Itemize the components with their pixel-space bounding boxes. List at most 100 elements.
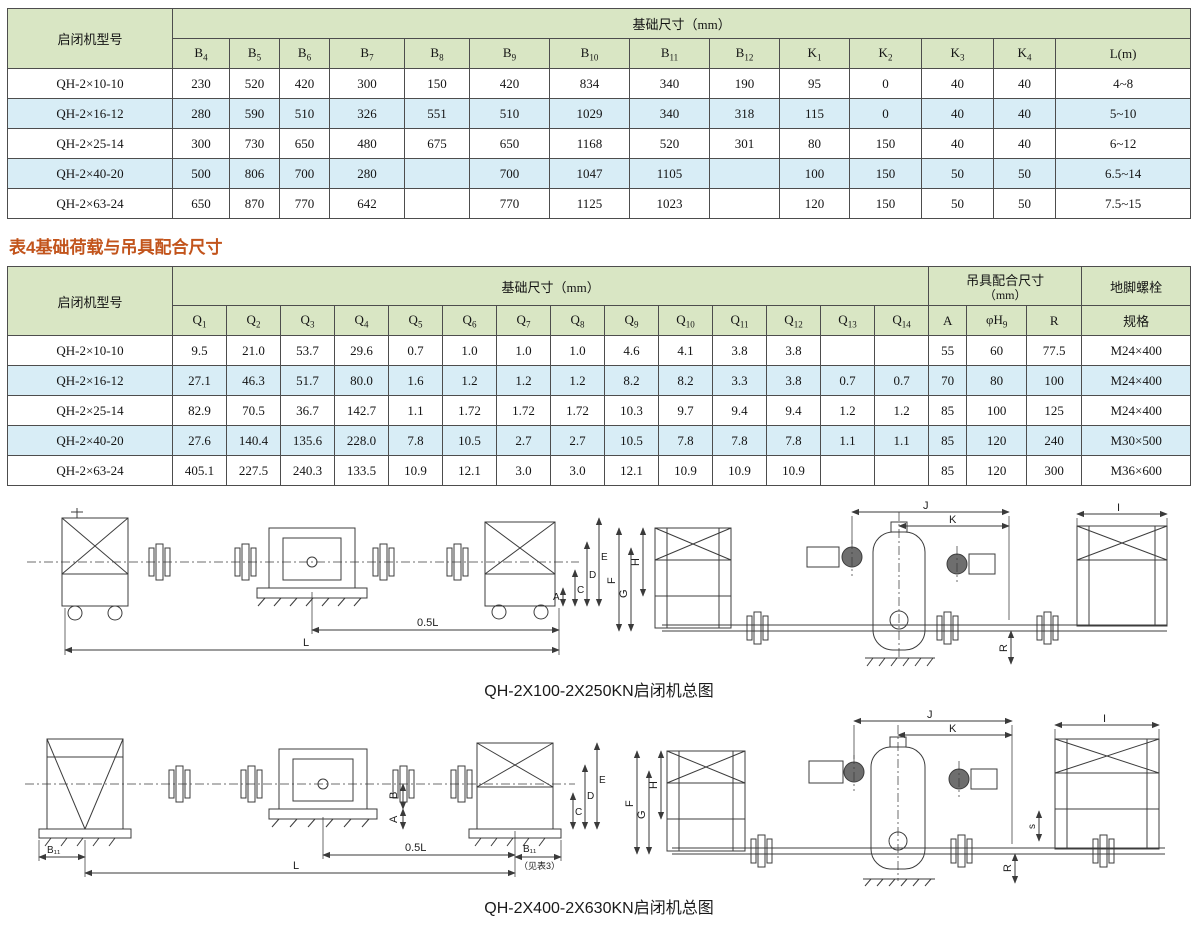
value-cell: 9.4 — [712, 395, 767, 426]
coupling — [148, 543, 171, 581]
end-view — [654, 512, 1168, 667]
value-cell: 27.1 — [172, 365, 227, 396]
value-cell: 70.5 — [226, 395, 281, 426]
end-right-frame — [1076, 525, 1168, 627]
value-cell: 40 — [993, 68, 1056, 99]
value-cell: 806 — [229, 158, 280, 189]
model-cell: QH-2×16-12 — [7, 365, 173, 396]
value-cell — [709, 188, 780, 219]
dim-label-f: F — [606, 577, 618, 584]
value-cell: 4.6 — [604, 335, 659, 366]
drawing1-figure: 0.5L L A C D E — [7, 500, 1191, 701]
coupling — [746, 611, 769, 645]
end-view-2 — [666, 725, 1165, 887]
dim-label-j: J — [927, 709, 933, 721]
value-cell — [404, 158, 470, 189]
value-cell: 9.5 — [172, 335, 227, 366]
value-cell: 1.2 — [550, 365, 605, 396]
value-cell: 50 — [921, 158, 994, 189]
value-cell: 95 — [779, 68, 850, 99]
value-cell: 420 — [279, 68, 330, 99]
column-header: Q2 — [226, 305, 281, 336]
value-cell: 50 — [993, 158, 1056, 189]
value-cell: M24×400 — [1081, 365, 1192, 396]
coupling — [234, 543, 257, 581]
value-cell: 120 — [966, 425, 1028, 456]
column-header: K1 — [779, 38, 850, 69]
column-header: Q3 — [280, 305, 335, 336]
value-cell: 2.7 — [496, 425, 551, 456]
value-cell: 100 — [966, 395, 1028, 426]
elevation-view-2 — [25, 738, 575, 847]
coupling — [168, 765, 191, 803]
hoist-general-drawing-100-250: 0.5L L A C D E — [27, 500, 1168, 667]
value-cell: 3.8 — [712, 335, 767, 366]
drive-unit-right — [946, 546, 996, 582]
model-cell: QH-2×16-12 — [7, 98, 173, 129]
right-drum-frame — [484, 521, 556, 620]
model-cell: QH-2×10-10 — [7, 335, 173, 366]
value-cell: 80.0 — [334, 365, 389, 396]
value-cell: 300 — [172, 128, 230, 159]
column-header: B12 — [709, 38, 780, 69]
column-header: Q4 — [334, 305, 389, 336]
value-cell: 46.3 — [226, 365, 281, 396]
dim-label-g: G — [636, 810, 648, 819]
value-cell: M24×400 — [1081, 335, 1192, 366]
column-header: B5 — [229, 38, 280, 69]
coupling — [936, 611, 959, 645]
dim-label-k: K — [949, 514, 957, 526]
value-cell: 135.6 — [280, 425, 335, 456]
value-cell: 100 — [779, 158, 850, 189]
value-cell: 280 — [329, 158, 405, 189]
value-cell: 50 — [921, 188, 994, 219]
value-cell — [820, 335, 875, 366]
value-cell: 770 — [279, 188, 330, 219]
value-cell: 1.72 — [550, 395, 605, 426]
dim-label-a: A — [553, 592, 560, 603]
value-cell: 3.0 — [550, 455, 605, 486]
value-cell: 1.1 — [873, 425, 930, 456]
value-cell: 10.9 — [658, 455, 713, 486]
end-left-frame — [666, 750, 746, 852]
column-header: Q13 — [820, 305, 875, 336]
value-cell: 82.9 — [172, 395, 227, 426]
value-cell: 10.3 — [604, 395, 659, 426]
column-header: B10 — [549, 38, 630, 69]
value-cell: 7.8 — [766, 425, 821, 456]
ground-hatch — [863, 878, 935, 887]
column-header: B4 — [172, 38, 230, 69]
value-cell: 230 — [172, 68, 230, 99]
value-cell: 510 — [469, 98, 550, 129]
end-view-dimensions: J K I F G H R — [606, 500, 1168, 665]
value-cell: 8.2 — [658, 365, 713, 396]
dim-label-half-l: 0.5L — [417, 617, 438, 629]
value-cell: 190 — [709, 68, 780, 99]
dim-label-e: E — [599, 775, 606, 786]
ground-hatch — [865, 657, 935, 667]
value-cell: 142.7 — [334, 395, 389, 426]
model-column-header: 启闭机型号 — [7, 266, 173, 336]
column-header: φH9 — [966, 305, 1028, 336]
value-cell — [820, 455, 875, 486]
dim-label-c: C — [577, 585, 584, 596]
value-cell: 520 — [629, 128, 710, 159]
value-cell: 1023 — [629, 188, 710, 219]
model-cell: QH-2×25-14 — [7, 395, 173, 426]
value-cell: 80 — [966, 365, 1028, 396]
drawing1-caption: QH-2X100-2X250KN启闭机总图 — [484, 683, 714, 700]
gearbox — [256, 527, 368, 607]
dim-label-a: A — [388, 815, 400, 823]
value-cell: 300 — [329, 68, 405, 99]
value-cell: 50 — [993, 188, 1056, 219]
value-cell: 1047 — [549, 158, 630, 189]
value-cell: 40 — [921, 98, 994, 129]
column-header: Q12 — [766, 305, 821, 336]
value-cell: 1.6 — [388, 365, 443, 396]
value-cell: 12.1 — [604, 455, 659, 486]
